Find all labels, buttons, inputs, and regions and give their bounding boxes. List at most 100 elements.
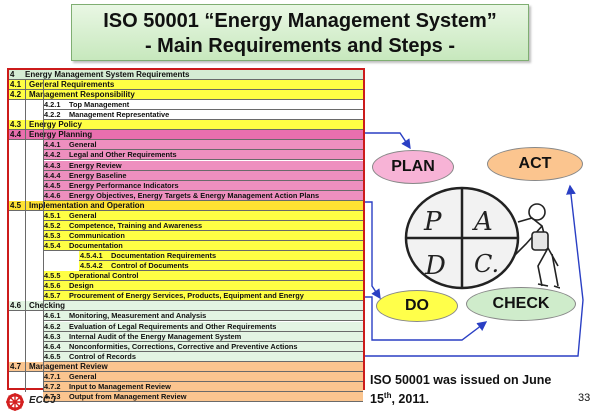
- requirement-label: Nonconformities, Corrections, Corrective…: [69, 341, 298, 351]
- requirement-label: Checking: [29, 301, 66, 311]
- requirement-number: 4.2.2: [44, 110, 61, 120]
- title-line-1: ISO 50001 “Energy Management System”: [103, 10, 497, 32]
- indent-guide: [25, 80, 26, 392]
- eccj-logo-text: ECCJ: [29, 395, 56, 406]
- requirement-number: 4.6.1: [44, 311, 61, 321]
- requirement-number: 4.4.6: [44, 190, 61, 200]
- eccj-logo: ECCJ: [4, 392, 74, 412]
- requirement-label: Implementation and Operation: [29, 200, 145, 210]
- requirement-label: Competence, Training and Awareness: [69, 220, 203, 230]
- requirement-label: Management Responsibility: [29, 90, 135, 100]
- requirement-row: 4.6.4 Nonconformities, Corrections, Corre…: [43, 341, 363, 352]
- requirement-label: Monitoring, Measurement and Analysis: [69, 311, 207, 321]
- wheel-a: A: [472, 207, 493, 237]
- requirement-number: 4.7.2: [44, 381, 61, 391]
- person-pushing-icon: [513, 203, 560, 289]
- requirement-row: 4.7.3 Output from Management Review: [43, 391, 363, 402]
- requirement-row: 4.6.1 Monitoring, Measurement and Analysi…: [43, 311, 363, 322]
- act-badge: ACT: [487, 147, 583, 181]
- requirement-number: 4.4.3: [44, 160, 61, 170]
- wheel-d: D: [424, 251, 446, 281]
- requirement-row: 4.2.2 Management Representative: [43, 110, 363, 121]
- indent-guide: [43, 80, 44, 392]
- requirement-row: 4.7.2 Input to Management Review: [43, 381, 363, 392]
- requirement-label: Energy Review: [69, 160, 122, 170]
- do-badge: DO: [376, 290, 458, 322]
- requirement-row: 4.4 Energy Planning: [9, 130, 363, 141]
- requirement-label: General: [69, 140, 97, 150]
- requirement-row: 4.5.4.1 Documentation Requirements: [79, 251, 363, 262]
- title-line-2: - Main Requirements and Steps -: [144, 35, 456, 57]
- pdca-wheel-illustration: P A D C.: [404, 186, 560, 290]
- requirement-number: 4.2.1: [44, 100, 61, 110]
- requirement-label: Procurement of Energy Services, Products…: [69, 291, 304, 301]
- title-box: ISO 50001 “Energy Management System” - M…: [71, 4, 529, 61]
- requirement-label: Output from Management Review: [69, 391, 187, 401]
- requirement-label: Energy Planning: [29, 130, 93, 140]
- requirement-label: General: [69, 371, 97, 381]
- requirement-label: Documentation Requirements: [111, 251, 217, 261]
- page-number: 33: [578, 392, 591, 404]
- requirement-number: 4.5: [10, 200, 22, 210]
- requirement-number: 4.4.5: [44, 180, 61, 190]
- requirement-label: Control of Documents: [111, 261, 189, 271]
- requirement-row: 4.4.1 General: [43, 140, 363, 151]
- requirement-number: 4.1: [10, 80, 22, 90]
- requirement-number: 4.6.4: [44, 341, 61, 351]
- wheel-p: P: [423, 207, 442, 237]
- requirement-label: Energy Baseline: [69, 170, 127, 180]
- requirement-label: Design: [69, 281, 94, 291]
- requirement-row: 4.4.6 Energy Objectives, Energy Targets &…: [43, 190, 363, 201]
- issue-note-text-2: , 2011.: [391, 392, 430, 407]
- requirement-label: Control of Records: [69, 351, 136, 361]
- requirement-number: 4.5.4.1: [80, 251, 103, 261]
- requirement-row: 4.2 Management Responsibility: [9, 90, 363, 101]
- requirement-number: 4.6: [10, 301, 22, 311]
- requirement-label: Communication: [69, 230, 125, 240]
- requirement-number: 4.7.3: [44, 391, 61, 401]
- requirement-label: Evaluation of Legal Requirements and Oth…: [69, 321, 277, 331]
- arrow-planning-to-plan: [365, 132, 411, 150]
- requirement-number: 4.4.1: [44, 140, 61, 150]
- requirement-label: Input to Management Review: [69, 381, 171, 391]
- requirement-number: 4.3: [10, 120, 22, 130]
- requirement-number: 4.6.5: [44, 351, 61, 361]
- requirement-row: 4.3 Energy Policy: [9, 120, 363, 131]
- requirement-row: 4.5.4 Documentation: [43, 241, 363, 252]
- wheel-c: C.: [474, 250, 499, 278]
- requirement-label: Documentation: [69, 241, 123, 251]
- requirement-row: 4.5 Implementation and Operation: [9, 200, 363, 211]
- requirement-row: 4.1 General Requirements: [9, 80, 363, 91]
- requirement-number: 4.2: [10, 90, 22, 100]
- requirement-number: 4.5.1: [44, 210, 61, 220]
- issue-note: ISO 50001 was issued on June 15th, 2011.: [370, 372, 570, 407]
- requirement-number: 4.5.7: [44, 291, 61, 301]
- requirement-label: General: [69, 210, 97, 220]
- requirement-label: General Requirements: [29, 80, 115, 90]
- requirement-row: 4.5.1 General: [43, 210, 363, 221]
- requirement-number: 4.4.2: [44, 150, 61, 160]
- issue-note-text-1: ISO 50001 was issued on June 15: [370, 373, 552, 407]
- issue-note-sup: th: [383, 391, 392, 400]
- requirement-label: Energy Policy: [29, 120, 82, 130]
- requirement-row: 4.4.3 Energy Review: [43, 160, 363, 171]
- requirement-number: 4.7.1: [44, 371, 61, 381]
- requirement-label: Energy Objectives, Energy Targets & Ener…: [69, 190, 320, 200]
- requirement-label: Management Representative: [69, 110, 170, 120]
- requirement-number: 4.7: [10, 361, 22, 371]
- requirement-number: 4.5.3: [44, 230, 61, 240]
- requirement-number: 4.5.5: [44, 271, 61, 281]
- requirement-row: 4.5.3 Communication: [43, 230, 363, 241]
- requirement-number: 4.4: [10, 130, 22, 140]
- requirement-number: 4.5.4: [44, 241, 61, 251]
